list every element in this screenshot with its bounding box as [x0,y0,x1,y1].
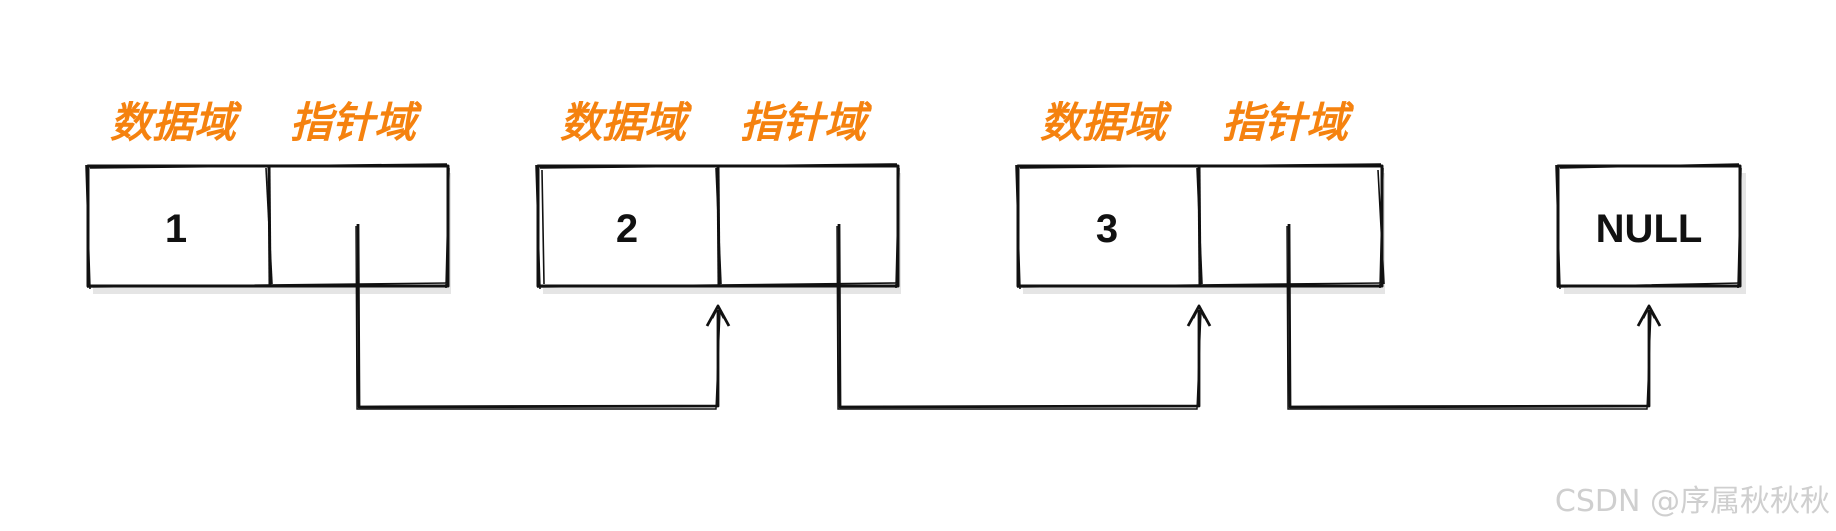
node-3-data-field-label: 数据域 [1040,98,1173,147]
null-node-value: NULL [1596,207,1703,251]
node-2-labels: 数据域 指针域 [560,98,873,147]
node-3-pointer-field-label: 指针域 [1222,98,1355,147]
node-1-pointer-field-label: 指针域 [290,98,423,147]
node-2-pointer-field-label: 指针域 [740,98,873,147]
node-1-data-field-label: 数据域 [110,98,243,147]
link-node-1-to-node-2 [355,223,731,410]
node-2: 2 [535,163,901,294]
node-1: 1 [85,163,451,294]
node-3-value: 3 [1096,207,1118,251]
link-node-3-to-null [1286,223,1662,410]
watermark: CSDN @序属秋秋秋 [1555,484,1830,519]
arrow-up-icon [1186,304,1212,327]
node-1-value: 1 [165,207,187,251]
arrow-up-icon [1636,304,1662,327]
null-node: NULL [1555,163,1746,294]
node-2-value: 2 [616,207,638,251]
node-3: 3 [1015,163,1385,294]
arrow-up-icon [705,304,731,327]
node-1-labels: 数据域 指针域 [110,98,423,147]
link-node-2-to-node-3 [836,223,1212,410]
node-2-data-field-label: 数据域 [560,98,693,147]
node-3-labels: 数据域 指针域 [1040,98,1355,147]
